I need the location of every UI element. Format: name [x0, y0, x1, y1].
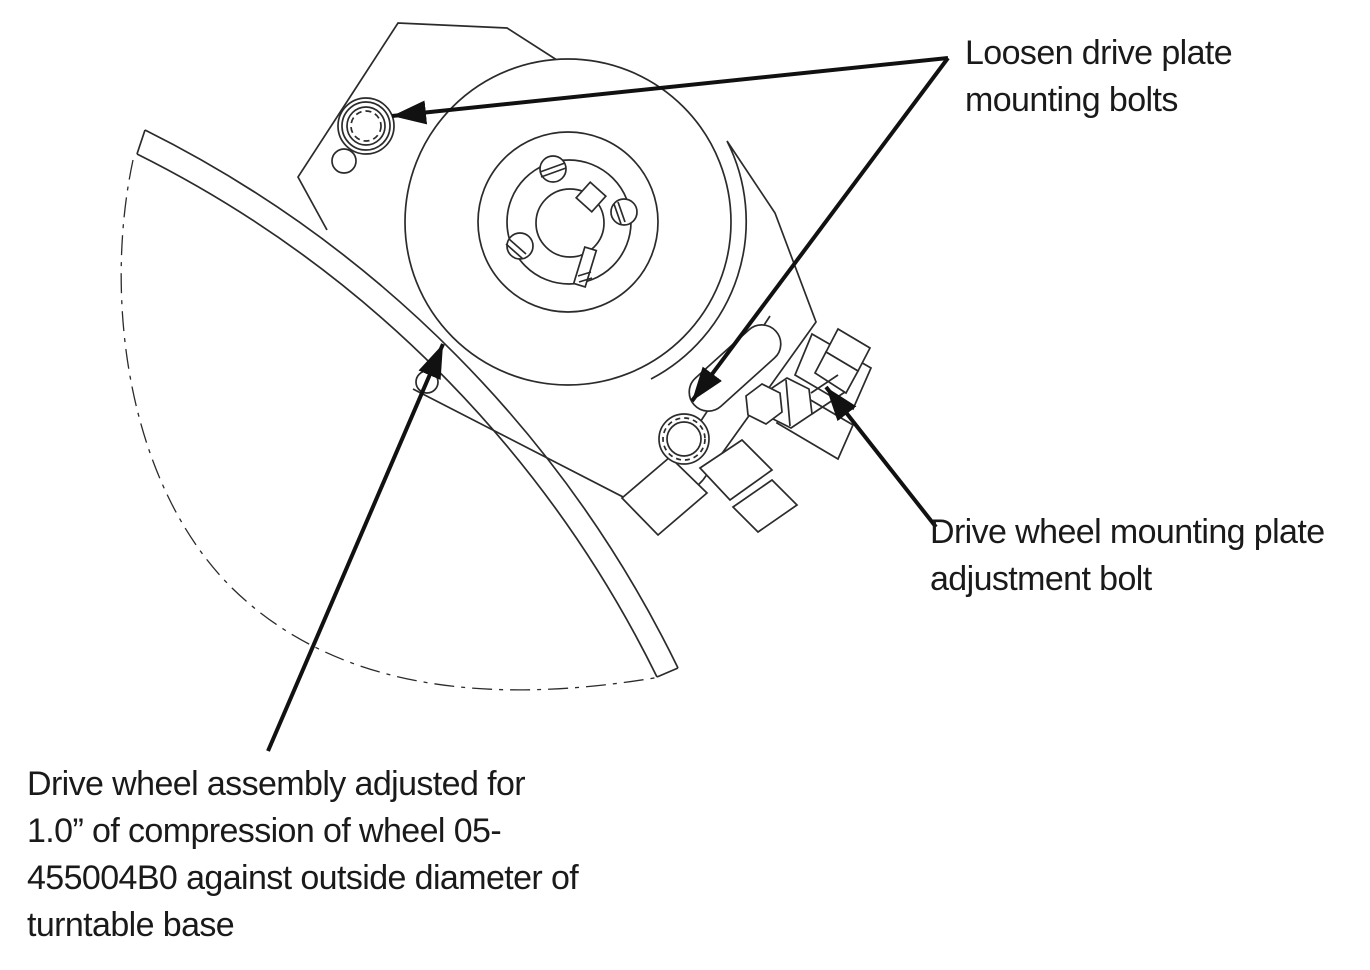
bushing-screw-lower-left	[506, 232, 534, 260]
base-flange-right	[731, 478, 799, 534]
adjustment-jam-nut	[745, 383, 783, 425]
wheel-outer-diameter	[404, 58, 732, 386]
callout-arrows	[266, 56, 950, 752]
wheel-bore	[535, 188, 605, 258]
rim-end-cap-top	[136, 129, 146, 155]
callout-line: 455004B0 against outside diameter of	[27, 859, 579, 897]
mounting-plate-outline	[650, 140, 817, 481]
wheel-hub-face	[477, 131, 659, 313]
arrow-compression-to-rim	[266, 343, 445, 752]
callout-line: mounting bolts	[965, 81, 1178, 119]
bushing-split-slot	[572, 246, 598, 288]
base-flange-left	[620, 455, 709, 537]
callout-adjustment-bolt: Drive wheel mounting plate adjustment bo…	[930, 509, 1325, 603]
turntable-rim-outer-edge	[144, 129, 679, 669]
callout-line: Loosen drive plate	[965, 34, 1233, 72]
bushing-screws	[505, 155, 638, 260]
callout-line: Drive wheel mounting plate	[930, 513, 1325, 551]
turntable-sector-phantom-arc	[120, 159, 661, 691]
base-flange-mid	[698, 438, 774, 502]
nut-face-line	[785, 379, 791, 427]
drive-wheel	[404, 58, 732, 386]
drive-plate-mounting-bolt-lower	[658, 413, 710, 465]
callout-line: Drive wheel assembly adjusted for	[27, 765, 526, 803]
keyway	[574, 180, 608, 214]
callout-compression-note: Drive wheel assembly adjusted for 1.0” o…	[27, 761, 579, 949]
callout-line: 1.0” of compression of wheel 05-	[27, 812, 502, 850]
arrow-loosen-to-lower-bolt	[690, 56, 950, 403]
drive-plate-mounting-bolt-top	[337, 97, 395, 155]
drive-plate-outline	[297, 22, 561, 231]
callout-line: turntable base	[27, 906, 235, 944]
bolt-shank-edge-1	[810, 374, 839, 394]
bushing-screw-right	[610, 198, 638, 226]
drive-wheel-mounting-plate	[620, 140, 817, 537]
arrow-loosen-to-top-bolt	[391, 56, 949, 125]
drive-plate	[297, 22, 663, 518]
drive-plate-lower-edge	[412, 388, 663, 518]
arrow-adjustment-bolt	[824, 385, 938, 529]
callout-loosen-drive-plate: Loosen drive plate mounting bolts	[965, 30, 1233, 124]
drive-plate-small-hole	[331, 148, 357, 174]
rim-end-cap-bottom	[656, 667, 679, 678]
callout-line: adjustment bolt	[930, 560, 1152, 598]
